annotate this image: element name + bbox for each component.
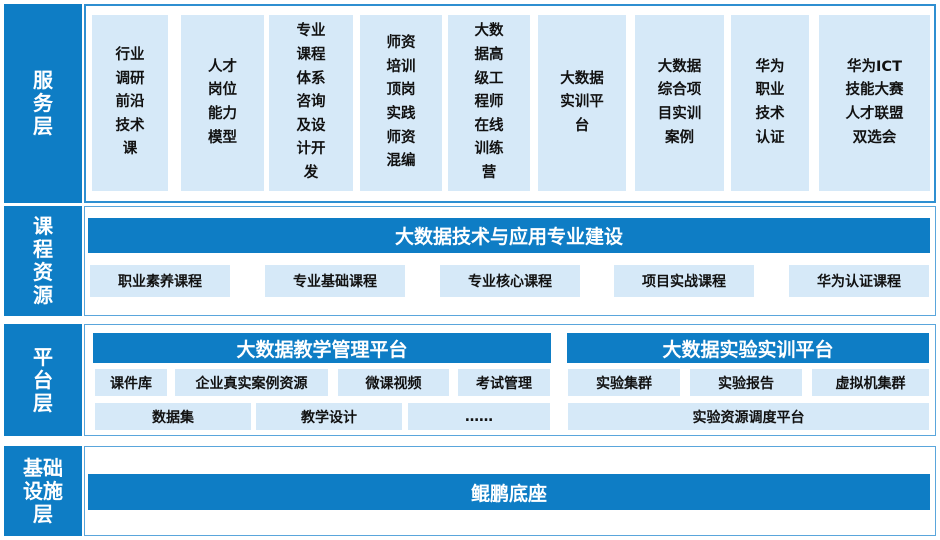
service-item-ict-competition: 华为ICT技能大赛人才联盟双选会 <box>819 15 930 191</box>
service-item-training-platform: 大数据实训平台 <box>538 15 626 191</box>
teaching-platform-title: 大数据教学管理平台 <box>236 338 408 361</box>
platform-layer-label: 平台层 <box>4 324 82 436</box>
teaching-item-dataset: 数据集 <box>95 403 251 430</box>
lab-platform-title: 大数据实验实训平台 <box>662 338 834 361</box>
infra-layer-label: 基础设施层 <box>4 446 82 536</box>
lab-item-resource-scheduling: 实验资源调度平台 <box>568 403 929 430</box>
service-item-curriculum-design: 专业课程体系咨询及设计开发 <box>269 15 353 191</box>
kunpeng-base-title: 鲲鹏底座 <box>470 482 547 505</box>
service-item-huawei-certification: 华为职业技术认证 <box>731 15 809 191</box>
service-item-teacher-training: 师资培训顶岗实践师资混编 <box>360 15 442 191</box>
service-layer-label-text: 服务层 <box>33 68 53 138</box>
course-item-core: 专业核心课程 <box>440 265 580 297</box>
platform-layer-label-text: 平台层 <box>33 344 53 415</box>
teaching-platform-title-bar: 大数据教学管理平台 <box>93 333 551 363</box>
service-item-online-bootcamp: 大数据高级工程师在线训练营 <box>448 15 530 191</box>
teaching-item-teaching-design: 教学设计 <box>256 403 402 430</box>
teaching-item-more: …… <box>408 403 550 430</box>
teaching-item-courseware: 课件库 <box>95 369 167 396</box>
infra-layer-label-text: 基础设施层 <box>23 455 63 526</box>
teaching-item-exam-management: 考试管理 <box>458 369 550 396</box>
service-item-talent-model: 人才岗位能力模型 <box>181 15 264 191</box>
course-item-huawei-certification: 华为认证课程 <box>789 265 929 297</box>
course-item-professional-quality: 职业素养课程 <box>90 265 230 297</box>
course-layer-label: 课程资源 <box>4 206 82 316</box>
teaching-item-enterprise-cases: 企业真实案例资源 <box>175 369 328 396</box>
course-title: 大数据技术与应用专业建设 <box>394 226 623 248</box>
teaching-item-micro-video: 微课视频 <box>338 369 449 396</box>
course-item-foundation: 专业基础课程 <box>265 265 405 297</box>
course-title-bar: 大数据技术与应用专业建设 <box>88 218 930 253</box>
lab-item-cluster: 实验集群 <box>568 369 680 396</box>
lab-item-vm-cluster: 虚拟机集群 <box>812 369 929 396</box>
course-layer-label-text: 课程资源 <box>33 214 53 307</box>
course-item-project-practice: 项目实战课程 <box>614 265 754 297</box>
kunpeng-base-bar: 鲲鹏底座 <box>88 474 930 510</box>
service-layer-label: 服务层 <box>4 4 82 203</box>
lab-item-report: 实验报告 <box>690 369 802 396</box>
service-item-project-cases: 大数据综合项目实训案例 <box>635 15 724 191</box>
service-item-industry-research: 行业调研前沿技术课 <box>92 15 168 191</box>
lab-platform-title-bar: 大数据实验实训平台 <box>567 333 929 363</box>
